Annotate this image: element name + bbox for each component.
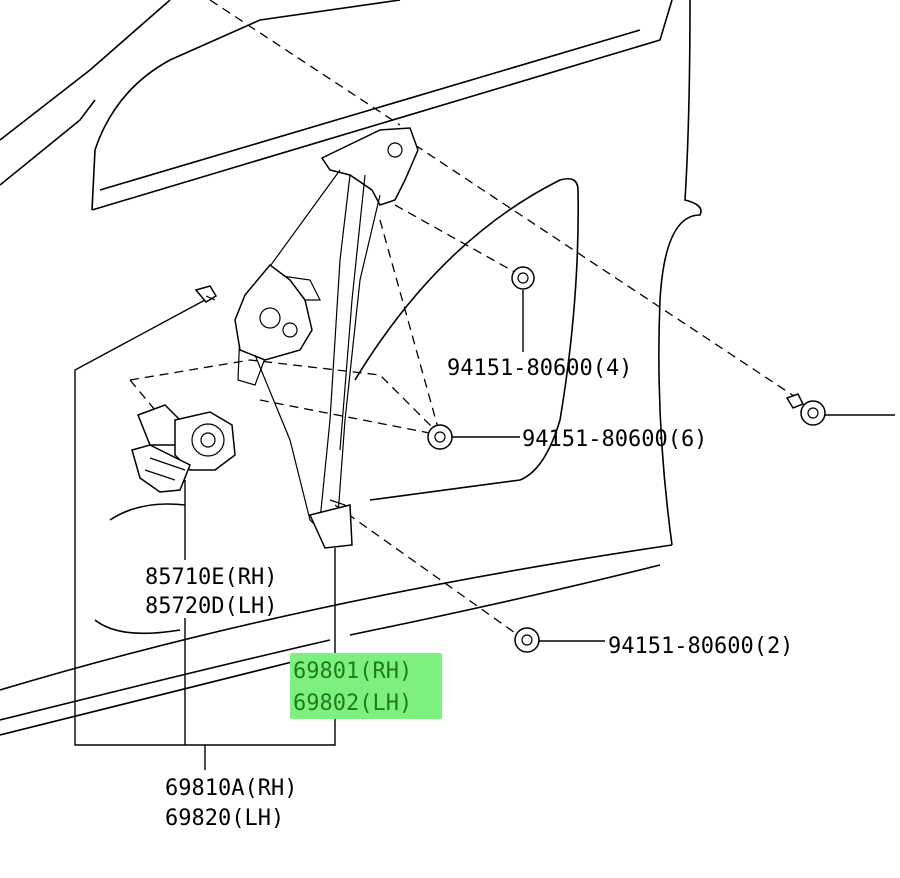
label-assembly-lh: 69820(LH): [165, 806, 284, 831]
label-nut-4: 94151-80600(4): [447, 356, 632, 381]
bolt-icon: [194, 285, 218, 303]
label-nut-6: 94151-80600(6): [522, 427, 707, 452]
label-motor-rh: 85710E(RH): [145, 565, 277, 590]
door-outline: [0, 0, 702, 736]
highlight-box: [290, 653, 442, 719]
label-assembly-rh: 69810A(RH): [165, 776, 297, 801]
label-nut-2: 94151-80600(2): [608, 634, 793, 659]
window-regulator: [234, 127, 419, 549]
regulator-motor: [131, 404, 236, 493]
nut-icon-6: [427, 424, 453, 450]
nut-icon-2: [514, 627, 540, 653]
reference-lines: [129, 0, 801, 641]
label-regulator-lh: 69802(LH): [293, 691, 412, 716]
bolt-icon-right: [785, 393, 895, 426]
leader-lines: [74, 290, 605, 770]
nut-icon-4: [511, 266, 535, 290]
label-regulator-rh: 69801(RH): [293, 659, 412, 684]
label-motor-lh: 85720D(LH): [145, 594, 277, 619]
